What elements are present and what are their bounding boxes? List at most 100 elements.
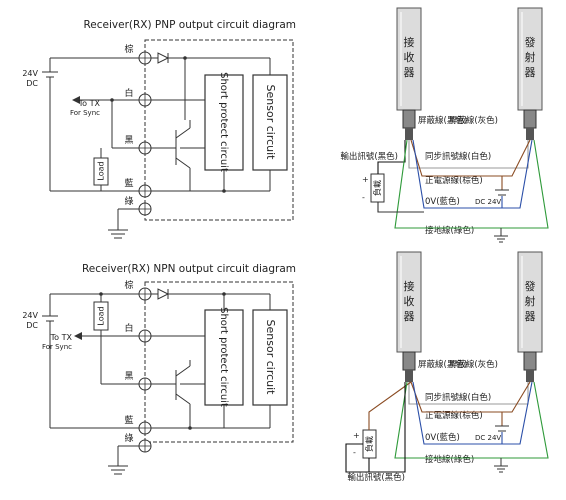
bottom-receiver-char-3: 器 — [404, 310, 415, 323]
pnp-receiver-box — [144, 39, 294, 221]
pnp-circuit: Receiver(RX) PNP output circuit diagram … — [22, 19, 296, 239]
bottom-dc24-label: DC 24V — [475, 434, 501, 442]
top-dc24-label: DC 24V — [475, 198, 501, 206]
npn-receiver-box — [144, 281, 294, 443]
pnp-junction-dot — [222, 189, 226, 193]
npn-junction-dot — [222, 292, 226, 296]
top-minus-label: - — [362, 193, 365, 202]
npn-title: Receiver(RX) NPN output circuit diagram — [82, 263, 296, 275]
top-white-wire — [408, 140, 529, 169]
bottom-ground-icon — [494, 458, 508, 473]
wiring-bottom: 接 收 器 發 射 器 屏蔽線(黑色) 屏蔽線(灰色) 同步訊號線(白色) 正電… — [345, 251, 549, 483]
npn-wire-black-label: 黑 — [124, 371, 133, 382]
pnp-sensor-circuit-label: Sensor circuit — [264, 85, 277, 161]
pnp-load-box — [93, 157, 109, 186]
bottom-receiver-connector — [402, 351, 416, 371]
top-load-label: 負載 — [372, 180, 382, 196]
bottom-power-label: 正電源線(棕色) — [425, 410, 483, 421]
npn-load-box — [93, 301, 109, 331]
top-brown-wire-tx — [502, 139, 531, 177]
bottom-brown-wire-tx — [502, 381, 531, 413]
bottom-load-label: 負載 — [364, 436, 374, 452]
bottom-blue-wire — [412, 381, 503, 445]
bottom-emitter-char-2: 射 — [525, 294, 536, 308]
bottom-emitter-char-3: 器 — [525, 310, 536, 323]
top-emitter-char-1: 發 — [525, 35, 536, 49]
npn-sensor-circuit-label: Sensor circuit — [264, 320, 277, 396]
npn-junction-dot — [188, 426, 192, 430]
npn-wire-white-label: 白 — [124, 322, 133, 334]
npn-diode-icon — [157, 288, 170, 300]
top-receiver-connector — [402, 109, 416, 129]
bottom-blue-wire-tx — [502, 381, 533, 445]
npn-internal-wiring — [151, 288, 271, 429]
pnp-junction-dot — [183, 56, 187, 60]
pnp-wire-white-label: 白 — [124, 87, 133, 99]
top-shield-rx: 屏蔽線(黑色) — [418, 115, 467, 126]
pnp-to-tx: To TX — [78, 99, 101, 108]
top-green-wire — [394, 139, 549, 229]
npn-terminal-crosses — [139, 288, 151, 452]
top-receiver-char-3: 器 — [404, 66, 415, 79]
npn-wire-blue-label: 藍 — [124, 414, 133, 426]
bottom-black-wire — [345, 382, 406, 473]
pnp-for-sync: For Sync — [70, 109, 100, 117]
npn-to-tx: To TX — [50, 333, 73, 342]
top-dc-source-icon — [495, 189, 509, 196]
npn-supply-voltage: 24V — [22, 311, 38, 320]
top-sync-label: 同步訊號線(白色) — [425, 151, 491, 162]
top-wires — [377, 139, 549, 229]
bottom-output-label: 輸出訊號(黑色) — [347, 472, 405, 483]
pnp-title: Receiver(RX) PNP output circuit diagram — [83, 19, 296, 31]
pnp-wire-black-label: 黑 — [124, 135, 133, 146]
top-receiver-char-2: 收 — [404, 50, 415, 64]
bottom-white-wire — [408, 382, 529, 405]
top-blue-wire-tx — [502, 139, 533, 209]
bottom-shield-rx: 屏蔽線(黑色) — [418, 359, 467, 370]
pnp-wire-blue-label: 藍 — [124, 177, 133, 189]
wiring-top: 接 收 器 發 射 器 屏蔽線(黑色) 屏蔽線(灰色) 輸出訊號(黑色) 同步訊… — [340, 7, 549, 243]
pnp-load-label: Load — [97, 161, 106, 180]
pnp-arrow-icon — [72, 96, 80, 104]
bottom-wires — [345, 381, 549, 473]
bottom-dc-source-icon — [495, 425, 509, 432]
top-output-label: 輸出訊號(黑色) — [340, 151, 398, 162]
top-ground-label: 接地線(綠色) — [425, 225, 474, 236]
npn-load-label: Load — [97, 306, 106, 325]
npn-short-protect-label: Short protect circuit — [218, 307, 229, 407]
npn-wire-brown-label: 棕 — [124, 279, 133, 291]
bottom-green-wire — [394, 381, 549, 459]
bottom-zerov-label: 0V(藍色) — [425, 432, 460, 443]
npn-circuit: Receiver(RX) NPN output circuit diagram … — [22, 263, 296, 475]
bottom-receiver-char-2: 收 — [404, 294, 415, 308]
npn-external-wiring — [42, 293, 139, 475]
top-emitter-char-3: 器 — [525, 66, 536, 79]
pnp-supply-voltage: 24V — [22, 69, 38, 78]
top-emitter-connector — [523, 109, 537, 129]
npn-arrow-icon — [74, 332, 82, 340]
top-power-label: 正電源線(棕色) — [425, 175, 483, 186]
bottom-minus-label: - — [353, 448, 356, 457]
pnp-terminal-crosses — [139, 52, 151, 215]
top-blue-wire — [412, 139, 503, 209]
top-load-return — [377, 202, 424, 213]
pnp-internal-wiring — [151, 52, 271, 192]
top-ground-icon — [494, 228, 508, 243]
top-receiver-char-1: 接 — [404, 36, 415, 49]
pnp-wire-brown-label: 棕 — [124, 43, 133, 55]
npn-for-sync: For Sync — [42, 343, 72, 351]
bottom-shield-tx: 屏蔽線(灰色) — [449, 359, 498, 370]
bottom-ground-label: 接地線(綠色) — [425, 454, 474, 465]
top-emitter-char-2: 射 — [525, 50, 536, 64]
npn-wire-green-label: 綠 — [124, 432, 133, 444]
bottom-emitter-char-1: 發 — [525, 279, 536, 293]
npn-supply-type: DC — [26, 321, 38, 330]
top-brown-wire — [410, 139, 503, 190]
top-plus-label: + — [362, 175, 369, 184]
bottom-plus-label: + — [353, 431, 360, 440]
pnp-diode-icon — [157, 52, 170, 64]
pnp-supply-type: DC — [26, 79, 38, 88]
top-zerov-label: 0V(藍色) — [425, 196, 460, 207]
bottom-brown-load — [368, 381, 412, 430]
